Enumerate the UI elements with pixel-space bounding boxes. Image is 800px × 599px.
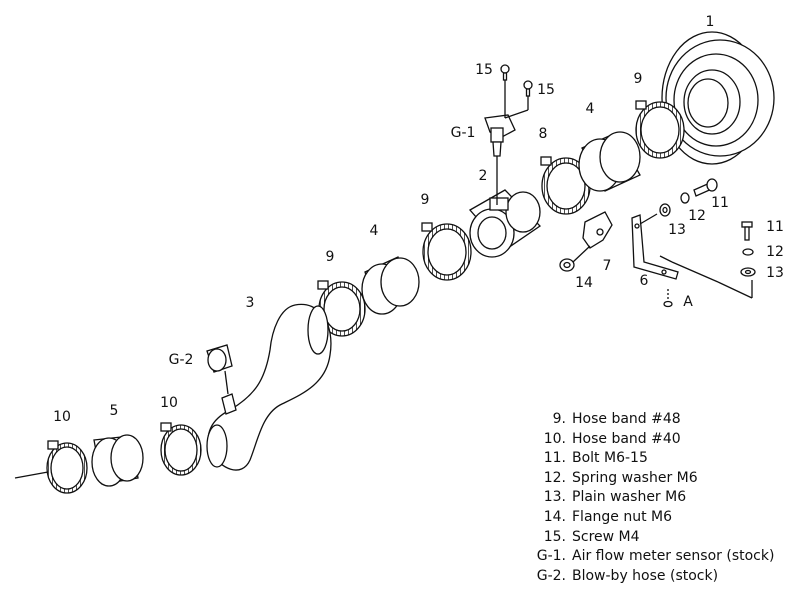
callout-13: 13 xyxy=(766,265,784,281)
callout-4: 4 xyxy=(586,101,595,117)
legend-number: 10. xyxy=(543,430,566,447)
callout-g2: G-2 xyxy=(169,352,194,368)
intake-pipe xyxy=(206,303,332,471)
callout-2: 2 xyxy=(479,168,488,184)
callout-9: 9 xyxy=(326,249,335,265)
callout-7: 7 xyxy=(603,258,612,274)
callout-6: 6 xyxy=(640,273,649,289)
hose-band xyxy=(635,100,685,159)
legend-number: 11. xyxy=(543,450,566,467)
bolt xyxy=(741,221,753,241)
leader-lines xyxy=(639,213,753,299)
flange-nut xyxy=(559,258,575,272)
spring-washer xyxy=(742,248,754,256)
callout-15: 15 xyxy=(475,62,493,78)
bolt xyxy=(693,178,718,197)
marker-a xyxy=(663,300,673,308)
coupling-hose xyxy=(361,256,420,315)
bracket-7 xyxy=(582,211,613,249)
callout-15: 15 xyxy=(537,82,555,98)
callout-12: 12 xyxy=(688,208,706,224)
callout-5: 5 xyxy=(110,403,119,419)
blow-by-hose xyxy=(206,344,233,395)
legend-item: 9. Hose band #48 xyxy=(508,410,798,430)
legend-description: Hose band #40 xyxy=(572,430,681,447)
air-filter xyxy=(661,31,775,165)
legend-description: Spring washer M6 xyxy=(572,469,698,486)
callout-9: 9 xyxy=(421,192,430,208)
spring-washer xyxy=(680,192,690,204)
callout-13: 13 xyxy=(668,222,686,238)
legend-item: 15. Screw M4 xyxy=(508,528,798,548)
callout-11: 11 xyxy=(766,219,784,235)
coupling-hose xyxy=(578,131,641,192)
hose-band xyxy=(421,222,472,281)
hose-band xyxy=(160,422,202,476)
air-flow-meter-sensor xyxy=(484,78,529,205)
legend-description: Hose band #48 xyxy=(572,411,681,427)
callout-9: 9 xyxy=(634,71,643,87)
callout-11: 11 xyxy=(711,195,729,211)
callout-3: 3 xyxy=(246,295,255,311)
bracket-6 xyxy=(631,214,679,280)
callout-10: 10 xyxy=(53,409,71,425)
callout-a: A xyxy=(683,294,693,310)
legend-description: Blow-by hose (stock) xyxy=(572,567,719,584)
legend-number: G-2. xyxy=(536,567,566,584)
callout-14: 14 xyxy=(575,275,593,291)
callout-4: 4 xyxy=(370,223,379,239)
legend-item: 14. Flange nut M6 xyxy=(508,508,798,528)
hose-band xyxy=(540,156,591,215)
legend-item: G-1. Air flow meter sensor (stock) xyxy=(508,547,798,567)
legend-number: 14. xyxy=(543,508,566,525)
legend-item: 11. Bolt M6-15 xyxy=(508,449,798,469)
legend-item: 13. Plain washer M6 xyxy=(508,488,798,508)
hose-band xyxy=(317,280,366,337)
legend-item: 12. Spring washer M6 xyxy=(508,469,798,489)
callout-12: 12 xyxy=(766,244,784,260)
legend-item: 10. Hose band #40 xyxy=(508,430,798,450)
callout-g1: G-1 xyxy=(451,125,476,141)
leader-line xyxy=(572,245,591,263)
legend-number: 9. xyxy=(552,411,566,427)
legend-description: Screw M4 xyxy=(572,528,640,545)
inlet-pipe xyxy=(468,189,542,258)
legend-number: 15. xyxy=(543,528,566,545)
plain-washer xyxy=(659,203,671,217)
legend-description: Flange nut M6 xyxy=(572,508,673,525)
screw xyxy=(523,80,533,97)
leader-line xyxy=(14,471,49,479)
callout-8: 8 xyxy=(539,126,548,142)
legend-description: Bolt M6-15 xyxy=(572,450,648,467)
callout-1: 1 xyxy=(706,14,715,30)
hose-band xyxy=(46,440,88,494)
legend-number: 13. xyxy=(543,489,566,506)
legend-description: Air flow meter sensor (stock) xyxy=(572,548,775,565)
parts-legend: 9. Hose band #48 10. Hose band #40 11. Bolt… xyxy=(508,410,798,586)
plain-washer xyxy=(740,267,756,277)
screw xyxy=(500,64,510,81)
legend-item: G-2. Blow-by hose (stock) xyxy=(508,567,798,587)
legend-description: Plain washer M6 xyxy=(572,489,687,506)
legend-number: G-1. xyxy=(536,548,566,565)
callout-10: 10 xyxy=(160,395,178,411)
coupling-hose xyxy=(91,434,144,487)
legend-number: 12. xyxy=(543,469,566,486)
